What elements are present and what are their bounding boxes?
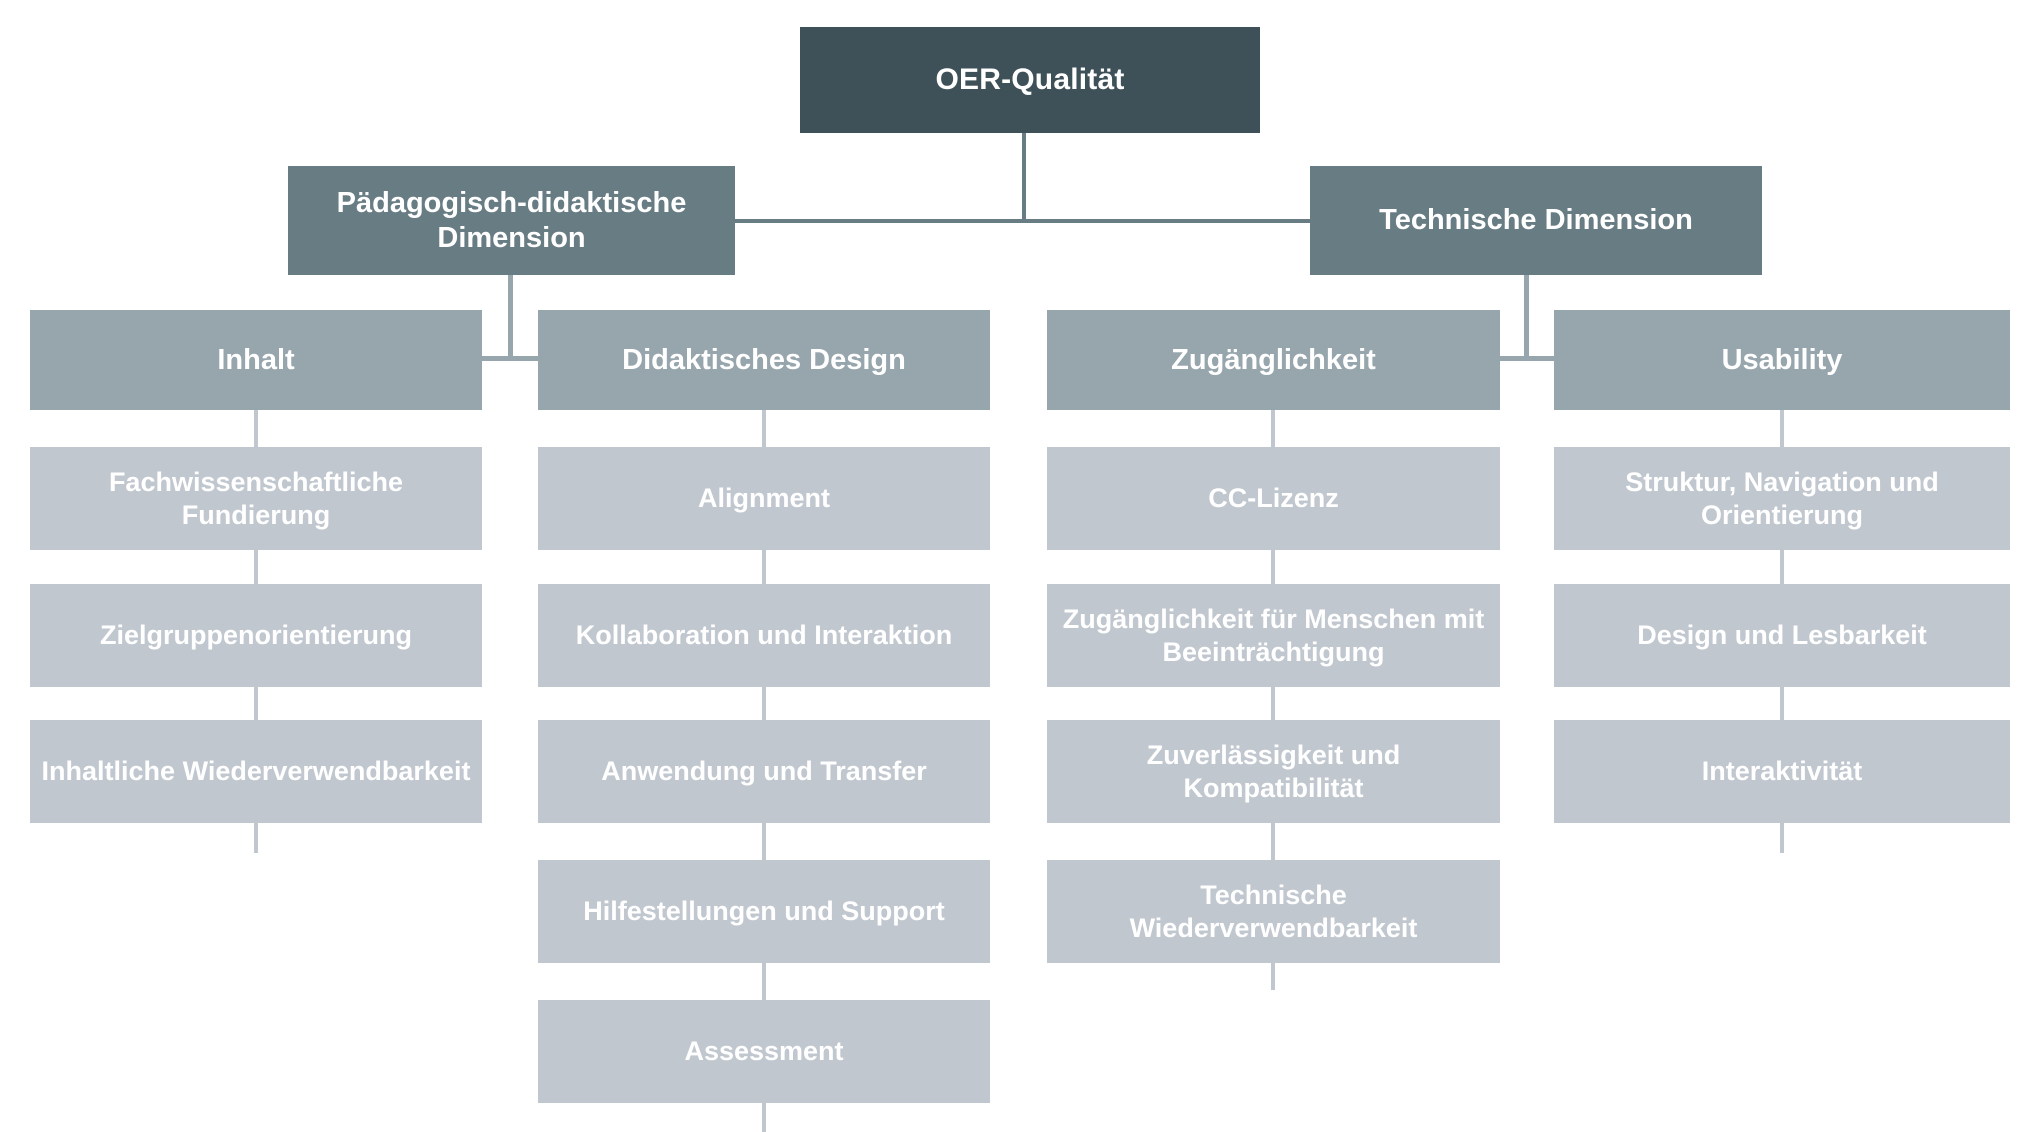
node-criterion-zielgruppenorientierung[interactable]: Zielgruppenorientierung [30,584,482,687]
node-criterion-label: Zielgruppenorientierung [99,620,412,651]
node-category-zugaenglichkeit[interactable]: Zugänglichkeit [1047,310,1500,410]
node-criterion-zuverlaessigkeit-und-kompatibilitaet[interactable]: Zuverlässigkeit und Kompatibilität [1047,720,1500,823]
connector-spine-zugaenglichkeit [1271,410,1275,990]
node-category-label: Didaktisches Design [622,343,906,376]
node-criterion-technische-wiederverwendbarkeit[interactable]: Technische Wiederverwendbarkeit [1047,860,1500,963]
node-criterion-hilfestellungen-und-support[interactable]: Hilfestellungen und Support [538,860,990,963]
node-criterion-label: Fachwissenschaftliche Fundierung [108,467,404,530]
node-criterion-label: Design und Lesbarkeit [1637,620,1927,651]
node-criterion-label: Anwendung und Transfer [601,756,927,787]
node-criterion-label: Zugänglichkeit für Menschen mit Beeinträ… [1062,604,1485,667]
node-criterion-label: Technische Wiederverwendbarkeit [1129,880,1418,943]
node-criterion-inhaltliche-wiederverwendbarkeit[interactable]: Inhaltliche Wiederverwendbarkeit [30,720,482,823]
node-criterion-cc-lizenz[interactable]: CC-Lizenz [1047,447,1500,550]
node-dimension-technische[interactable]: Technische Dimension [1310,166,1762,275]
node-category-label: Inhalt [217,343,295,376]
node-criterion-design-und-lesbarkeit[interactable]: Design und Lesbarkeit [1554,584,2010,687]
node-category-didaktisches-design[interactable]: Didaktisches Design [538,310,990,410]
node-criterion-label: Kollaboration und Interaktion [575,620,953,651]
node-dimension-label: Pädagogisch-didaktische Dimension [336,186,687,254]
connector-left-categories-horizontal [482,356,539,361]
connector-paedagogisch-vertical [508,275,513,360]
connector-root-vertical [1022,133,1026,220]
node-criterion-label: Struktur, Navigation und Orientierung [1625,467,1939,530]
node-category-label: Usability [1721,343,1843,376]
node-criterion-anwendung-und-transfer[interactable]: Anwendung und Transfer [538,720,990,823]
node-criterion-label: Inhaltliche Wiederverwendbarkeit [41,756,471,787]
node-criterion-label: Zuverlässigkeit und Kompatibilität [1146,740,1401,803]
node-root-oer-qualitaet[interactable]: OER-Qualität [800,27,1260,133]
node-criterion-zugaenglichkeit-fuer-menschen-mit-beeintraechtigung[interactable]: Zugänglichkeit für Menschen mit Beeinträ… [1047,584,1500,687]
connector-right-categories-horizontal [1500,356,1554,361]
node-criterion-label: Assessment [684,1036,844,1067]
node-criterion-kollaboration-und-interaktion[interactable]: Kollaboration und Interaktion [538,584,990,687]
node-category-inhalt[interactable]: Inhalt [30,310,482,410]
node-criterion-label: Alignment [698,483,830,514]
node-criterion-interaktivitaet[interactable]: Interaktivität [1554,720,2010,823]
node-root-label: OER-Qualität [935,63,1125,96]
node-criterion-label: CC-Lizenz [1208,483,1339,514]
node-criterion-fachwissenschaftliche-fundierung[interactable]: Fachwissenschaftliche Fundierung [30,447,482,550]
node-category-label: Zugänglichkeit [1171,343,1376,376]
connector-technische-vertical [1524,275,1529,360]
node-criterion-struktur-navigation-und-orientierung[interactable]: Struktur, Navigation und Orientierung [1554,447,2010,550]
connector-dimensions-horizontal [735,219,1310,223]
node-category-usability[interactable]: Usability [1554,310,2010,410]
node-criterion-label: Hilfestellungen und Support [583,896,945,927]
node-criterion-alignment[interactable]: Alignment [538,447,990,550]
node-criterion-assessment[interactable]: Assessment [538,1000,990,1103]
node-dimension-label: Technische Dimension [1379,204,1693,237]
node-criterion-label: Interaktivität [1701,756,1863,787]
node-dimension-paedagogisch-didaktisch[interactable]: Pädagogisch-didaktische Dimension [288,166,735,275]
